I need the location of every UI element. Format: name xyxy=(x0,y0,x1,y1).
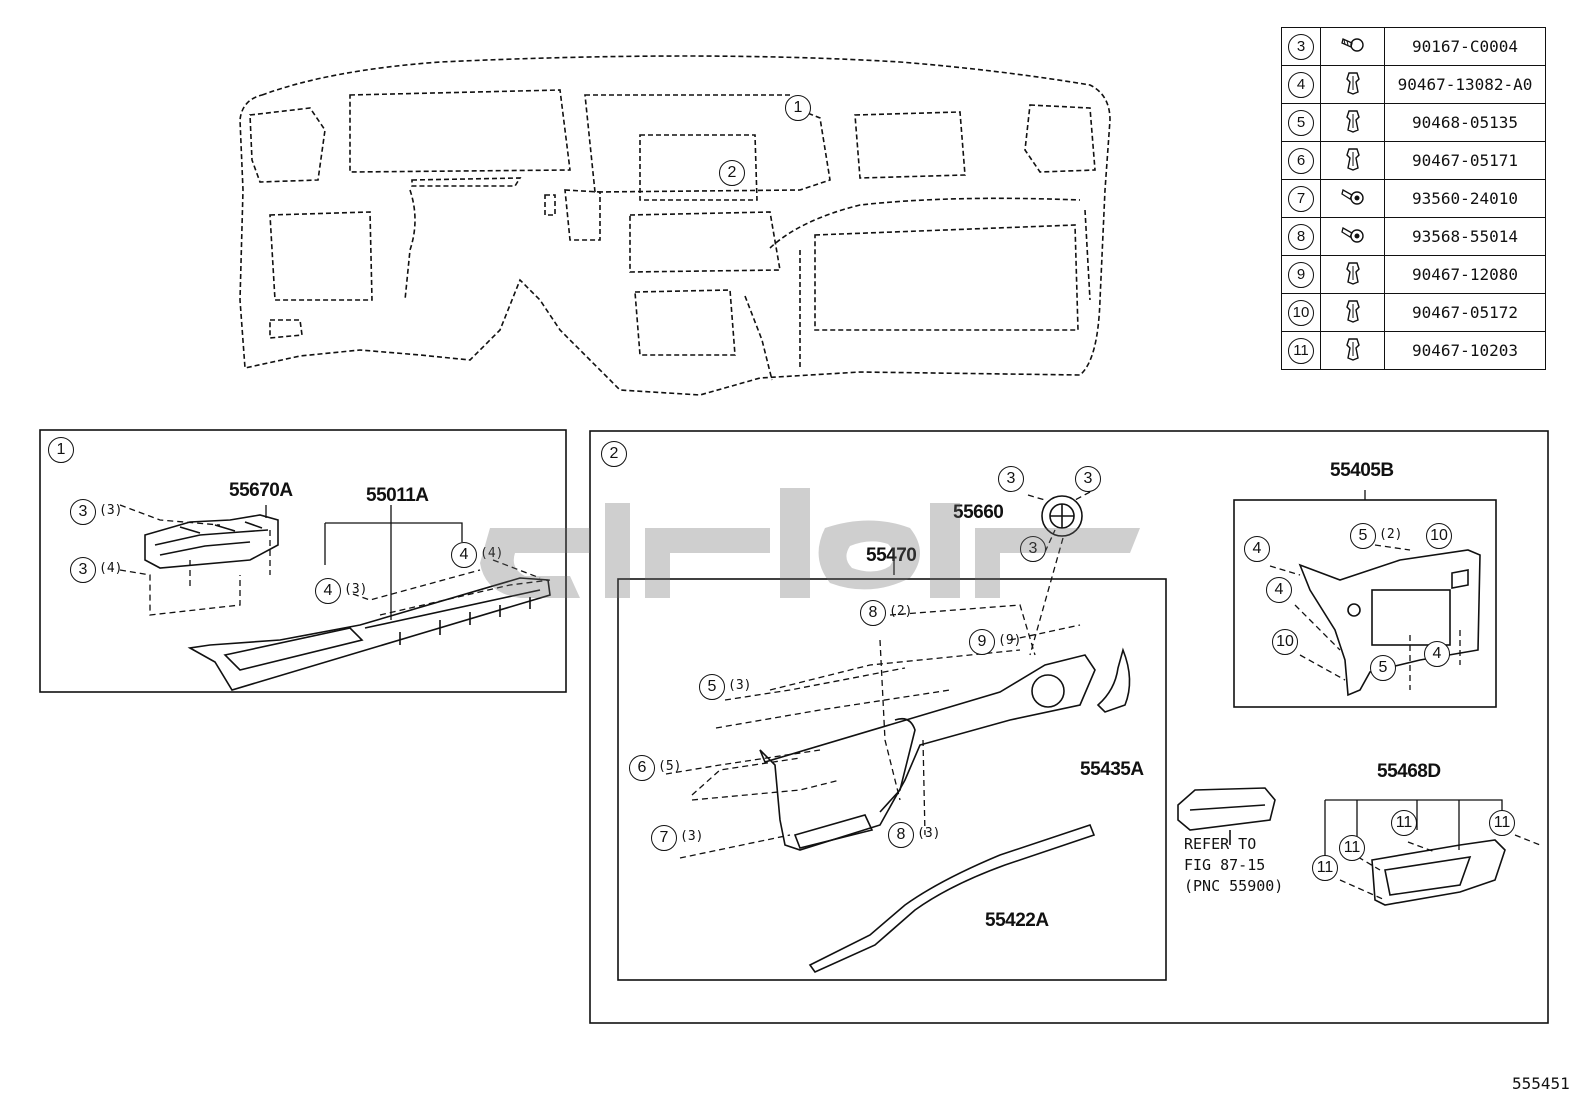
fastener-part-number: 90467-05171 xyxy=(1384,141,1546,180)
callout-5: 5 xyxy=(699,674,725,700)
callout-3: 3 xyxy=(1075,466,1101,492)
callout-11: 11 xyxy=(1391,810,1417,836)
fastener-row: 3 90167-C0004 xyxy=(1281,27,1546,66)
part-label-55422a: 55422A xyxy=(985,910,1049,931)
fastener-part-number: 90467-12080 xyxy=(1384,255,1546,294)
callout-3: 3 xyxy=(70,557,96,583)
fastener-row: 6 90467-05171 xyxy=(1281,141,1546,180)
callout-qty: (5) xyxy=(658,759,682,774)
callout-5: 5 xyxy=(1370,655,1396,681)
fastener-ref: 3 xyxy=(1288,33,1314,60)
callout-qty: (9) xyxy=(998,633,1022,648)
callout-qty: (2) xyxy=(1379,527,1403,542)
fastener-row: 9 90467-12080 xyxy=(1281,255,1546,294)
figure-code: 555451 xyxy=(1512,1074,1570,1093)
clip-icon xyxy=(1320,141,1385,180)
callout-qty: (3) xyxy=(680,829,704,844)
fastener-ref: 8 xyxy=(1288,223,1314,250)
fastener-ref-cell: 11 xyxy=(1281,331,1321,370)
part-label-55660: 55660 xyxy=(953,502,1004,523)
part-label-55470: 55470 xyxy=(866,545,917,566)
callout-7: 7 xyxy=(651,825,677,851)
fastener-ref: 5 xyxy=(1288,109,1314,136)
fastener-part-number: 90167-C0004 xyxy=(1384,27,1546,66)
part-label-55435a: 55435A xyxy=(1080,759,1144,780)
clip-icon xyxy=(1320,103,1385,142)
fastener-ref-cell: 4 xyxy=(1281,65,1321,104)
fastener-ref: 11 xyxy=(1288,337,1314,364)
callout-10: 10 xyxy=(1272,629,1298,655)
fastener-part-number: 90467-13082-A0 xyxy=(1384,65,1546,104)
clip-icon xyxy=(1320,65,1385,104)
fastener-row: 8 93568-55014 xyxy=(1281,217,1546,256)
fastener-ref: 9 xyxy=(1288,261,1314,288)
fastener-row: 5 90468-05135 xyxy=(1281,103,1546,142)
bolt-icon xyxy=(1320,27,1385,66)
part-label-55011a: 55011A xyxy=(366,485,429,506)
callout-11: 11 xyxy=(1312,855,1338,881)
fastener-ref-cell: 8 xyxy=(1281,217,1321,256)
fastener-row: 4 90467-13082-A0 xyxy=(1281,65,1546,104)
fastener-ref: 10 xyxy=(1288,299,1314,326)
fastener-ref: 6 xyxy=(1288,147,1314,174)
callout-8: 8 xyxy=(860,600,886,626)
callout-qty: (3) xyxy=(344,582,368,597)
fastener-part-number: 93568-55014 xyxy=(1384,217,1546,256)
overview-callout-2: 2 xyxy=(719,160,745,186)
fastener-ref-cell: 10 xyxy=(1281,293,1321,332)
part-label-55468d: 55468D xyxy=(1377,761,1441,782)
callout-5: 5 xyxy=(1350,523,1376,549)
panel-1-tag: 1 xyxy=(48,437,74,463)
callout-qty: (4) xyxy=(99,561,123,576)
callout-9: 9 xyxy=(969,629,995,655)
callout-qty: (3) xyxy=(917,826,941,841)
fastener-row: 11 90467-10203 xyxy=(1281,331,1546,370)
callout-4: 4 xyxy=(1424,641,1450,667)
refer-note: REFER TO FIG 87-15 (PNC 55900) xyxy=(1184,835,1284,895)
callout-10: 10 xyxy=(1426,523,1452,549)
callout-qty: (3) xyxy=(728,678,752,693)
callout-4: 4 xyxy=(1244,536,1270,562)
fastener-ref: 4 xyxy=(1288,71,1314,98)
fastener-ref-cell: 6 xyxy=(1281,141,1321,180)
callout-4: 4 xyxy=(1266,577,1292,603)
fastener-part-number: 90468-05135 xyxy=(1384,103,1546,142)
callout-qty: (2) xyxy=(889,604,913,619)
callout-3: 3 xyxy=(70,499,96,525)
part-label-55670a: 55670A xyxy=(229,480,293,501)
part-label-55405b: 55405B xyxy=(1330,460,1394,481)
clip-icon xyxy=(1320,331,1385,370)
callout-11: 11 xyxy=(1489,810,1515,836)
fastener-row: 10 90467-05172 xyxy=(1281,293,1546,332)
panel-2-tag: 2 xyxy=(601,441,627,467)
callout-11: 11 xyxy=(1339,835,1365,861)
callout-4: 4 xyxy=(315,578,341,604)
callout-6: 6 xyxy=(629,755,655,781)
fastener-part-number: 90467-05172 xyxy=(1384,293,1546,332)
callout-qty: (3) xyxy=(99,503,123,518)
callout-3: 3 xyxy=(1020,536,1046,562)
callout-4: 4 xyxy=(451,542,477,568)
fastener-part-number: 90467-10203 xyxy=(1384,331,1546,370)
callout-qty: (4) xyxy=(480,546,504,561)
callout-3: 3 xyxy=(998,466,1024,492)
callout-8: 8 xyxy=(888,822,914,848)
overview-callout-1: 1 xyxy=(785,95,811,121)
fastener-ref: 7 xyxy=(1288,185,1314,212)
clip-icon xyxy=(1320,255,1385,294)
